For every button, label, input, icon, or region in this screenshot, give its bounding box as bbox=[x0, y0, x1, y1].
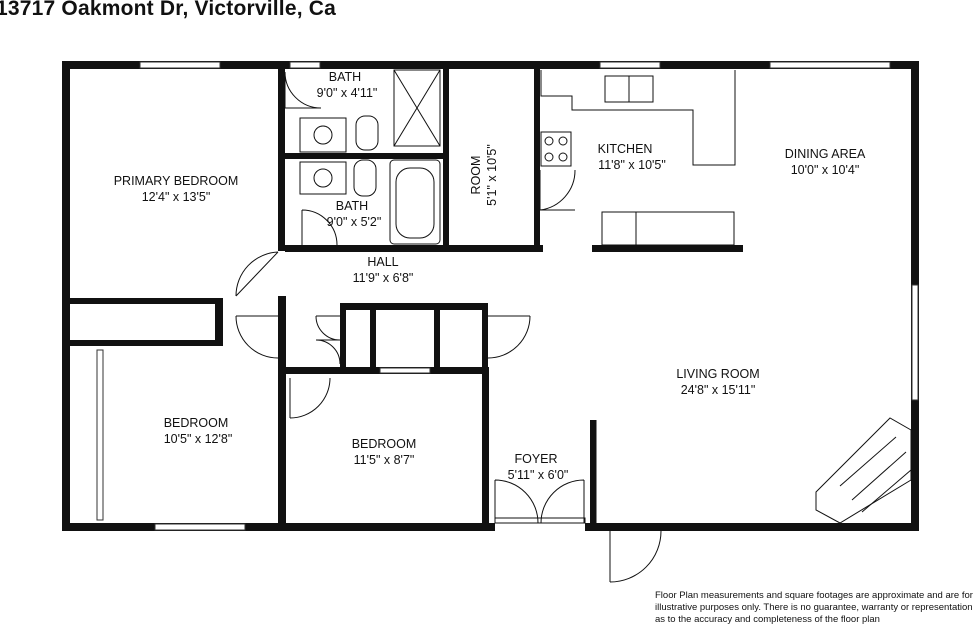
dining-name: DINING AREA bbox=[785, 147, 866, 161]
disclaimer: Floor Plan measurements and square foota… bbox=[655, 590, 973, 626]
bedroom2-dims: 11'5" x 8'7" bbox=[354, 453, 415, 467]
bedroom2-name: BEDROOM bbox=[352, 437, 417, 451]
bedroom1-dims: 10'5" x 12'8" bbox=[164, 432, 233, 446]
living-room-dims: 24'8" x 15'11" bbox=[681, 383, 756, 397]
room-dims: 5'1" x 10'5" bbox=[485, 144, 499, 206]
address-title: 13717 Oakmont Dr, Victorville, Ca bbox=[0, 0, 337, 20]
fireplace bbox=[815, 417, 912, 524]
windows bbox=[96, 61, 919, 531]
primary-bedroom-dims: 12'4" x 13'5" bbox=[142, 190, 211, 204]
walls bbox=[62, 61, 919, 531]
fixtures bbox=[299, 69, 736, 246]
bedroom1-name: BEDROOM bbox=[164, 416, 229, 430]
room-name: ROOM bbox=[469, 156, 483, 195]
foyer-dims: 5'11" x 6'0" bbox=[508, 468, 569, 482]
kitchen-dims: 11'8" x 10'5" bbox=[598, 158, 666, 172]
hall-dims: 11'9" x 6'8" bbox=[353, 271, 414, 285]
doors bbox=[75, 71, 662, 583]
hall-name: HALL bbox=[367, 255, 398, 269]
disclaimer-line: illustrative purposes only. There is no … bbox=[655, 602, 973, 613]
bath2-name: BATH bbox=[336, 199, 368, 213]
bath1-dims: 9'0" x 4'11" bbox=[317, 86, 378, 100]
living-room-name: LIVING ROOM bbox=[676, 367, 759, 381]
kitchen-name: KITCHEN bbox=[598, 142, 653, 156]
foyer-name: FOYER bbox=[514, 452, 557, 466]
dining-dims: 10'0" x 10'4" bbox=[791, 163, 860, 177]
bath1-name: BATH bbox=[329, 70, 361, 84]
disclaimer-line: as to the accuracy and completeness of t… bbox=[655, 614, 880, 625]
disclaimer-line: Floor Plan measurements and square foota… bbox=[655, 590, 973, 601]
primary-bedroom-name: PRIMARY BEDROOM bbox=[114, 174, 239, 188]
bath2-dims: 9'0" x 5'2" bbox=[327, 215, 382, 229]
